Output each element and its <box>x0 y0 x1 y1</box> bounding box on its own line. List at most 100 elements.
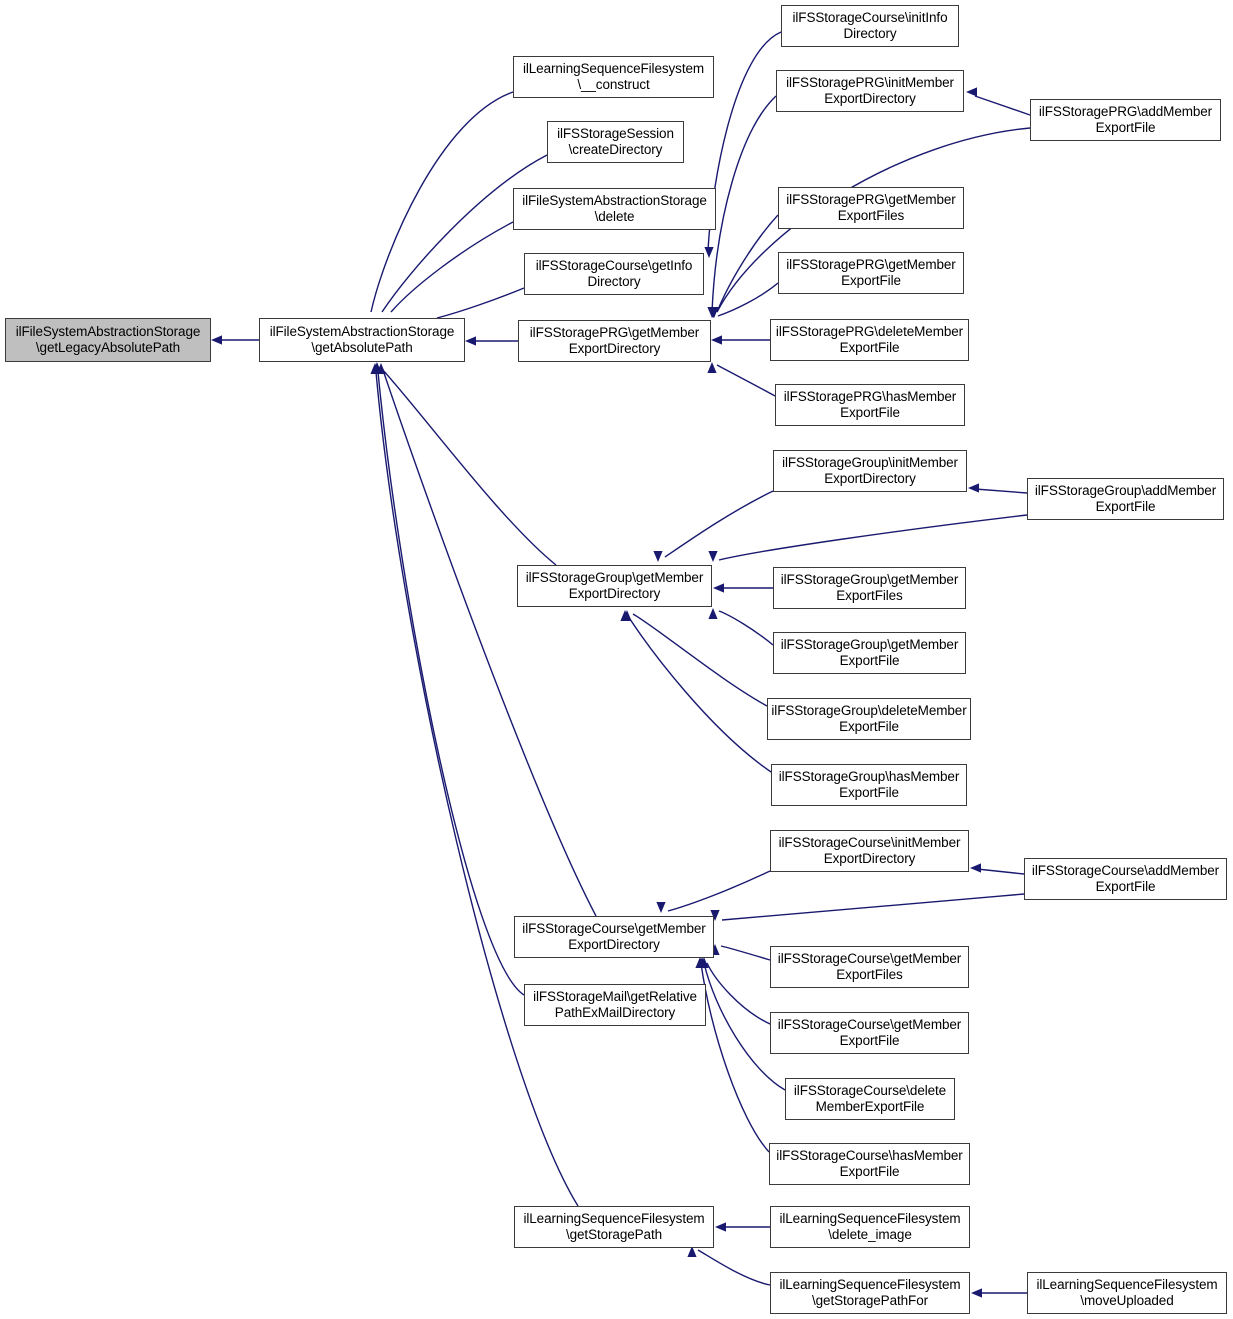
graph-node-getAbsolutePath[interactable]: ilFileSystemAbstractionStorage \getAbsol… <box>259 318 465 362</box>
graph-node-lsf-delete_image[interactable]: ilLearningSequenceFilesystem \delete_ima… <box>770 1206 970 1248</box>
graph-node-prg-hasMemberExportFile[interactable]: ilFSStoragePRG\hasMember ExportFile <box>775 384 965 426</box>
graph-node-label: ilFSStorageGroup\getMember ExportFiles <box>780 572 959 603</box>
graph-node-course-initInfoDirectory[interactable]: ilFSStorageCourse\initInfo Directory <box>781 5 959 47</box>
graph-edge <box>718 610 774 646</box>
graph-node-label: ilFSStorageMail\getRelative PathExMailDi… <box>533 989 697 1020</box>
graph-node-label: ilFSStorageCourse\hasMember ExportFile <box>776 1148 963 1179</box>
graph-node-prg-getMemberExportDirectory[interactable]: ilFSStoragePRG\getMember ExportDirectory <box>518 320 711 362</box>
graph-node-prg-initMemberExportDirectory[interactable]: ilFSStoragePRG\initMember ExportDirector… <box>776 70 964 112</box>
graph-node-group-hasMemberExportFile[interactable]: ilFSStorageGroup\hasMember ExportFile <box>771 764 967 806</box>
graph-node-lsf-moveUploaded[interactable]: ilLearningSequenceFilesystem \moveUpload… <box>1027 1272 1227 1314</box>
graph-node-label: ilLearningSequenceFilesystem \__construc… <box>522 61 705 92</box>
graph-edge-arrowhead <box>620 610 630 621</box>
graph-edge <box>974 488 1028 494</box>
graph-node-course-getInfoDirectory[interactable]: ilFSStorageCourse\getInfo Directory <box>524 253 704 295</box>
graph-edge <box>381 154 548 313</box>
graph-edge-arrowhead <box>687 1246 697 1257</box>
graph-node-course-getMemberExportDirectory[interactable]: ilFSStorageCourse\getMember ExportDirect… <box>514 916 714 958</box>
graph-node-course-addMemberExportFile[interactable]: ilFSStorageCourse\addMember ExportFile <box>1024 858 1227 900</box>
graph-node-course-initMemberExportDirectory[interactable]: ilFSStorageCourse\initMember ExportDirec… <box>770 830 969 872</box>
graph-edge-arrowhead <box>370 363 380 374</box>
graph-node-group-deleteMemberExportFile[interactable]: ilFSStorageGroup\deleteMember ExportFile <box>767 698 971 740</box>
edges-group <box>211 31 1031 1298</box>
graph-node-course-hasMemberExportFile[interactable]: ilFSStorageCourse\hasMember ExportFile <box>769 1143 970 1185</box>
graph-edge <box>377 371 525 996</box>
graph-edge <box>436 287 525 319</box>
graph-node-session-createDirectory[interactable]: ilFSStorageSession \createDirectory <box>547 121 684 163</box>
graph-edge <box>380 367 557 566</box>
graph-edge-arrowhead <box>966 87 977 97</box>
graph-edge <box>700 962 770 1153</box>
graph-edge <box>720 945 771 961</box>
graph-node-label: ilFSStorageSession \createDirectory <box>557 126 674 157</box>
graph-edge <box>632 613 768 707</box>
graph-node-getLegacyAbsolutePath[interactable]: ilFileSystemAbstractionStorage \getLegac… <box>5 318 211 362</box>
graph-node-group-initMemberExportDirectory[interactable]: ilFSStorageGroup\initMember ExportDirect… <box>773 450 967 492</box>
graph-node-label: ilLearningSequenceFilesystem \getStorage… <box>779 1277 961 1308</box>
graph-node-label: ilLearningSequenceFilesystem \getStorage… <box>523 1211 705 1242</box>
graph-edge <box>370 91 514 313</box>
graph-node-label: ilFSStorageGroup\hasMember ExportFile <box>778 769 960 800</box>
graph-node-prg-getMemberExportFiles[interactable]: ilFSStoragePRG\getMember ExportFiles <box>778 187 964 229</box>
graph-edge-arrowhead <box>708 608 718 619</box>
graph-node-mail-getRelativePathExMailDirectory[interactable]: ilFSStorageMail\getRelative PathExMailDi… <box>524 984 706 1026</box>
graph-node-label: ilFileSystemAbstractionStorage \delete <box>522 193 707 224</box>
graph-node-lsf-construct[interactable]: ilLearningSequenceFilesystem \__construc… <box>513 56 714 98</box>
graph-node-label: ilFSStorageCourse\initInfo Directory <box>792 10 948 41</box>
graph-edge <box>974 95 1031 116</box>
graph-node-lsf-getStoragePath[interactable]: ilLearningSequenceFilesystem \getStorage… <box>514 1206 714 1248</box>
graph-node-label: ilFSStoragePRG\addMember ExportFile <box>1038 104 1213 135</box>
graph-edge <box>382 369 597 917</box>
graph-node-label: ilLearningSequenceFilesystem \moveUpload… <box>1036 1277 1218 1308</box>
graph-node-lsf-getStoragePathFor[interactable]: ilLearningSequenceFilesystem \getStorage… <box>770 1272 970 1314</box>
graph-edge <box>718 514 1028 561</box>
graph-edge <box>390 221 514 313</box>
graph-node-fsas-delete[interactable]: ilFileSystemAbstractionStorage \delete <box>513 188 716 230</box>
graph-node-prg-getMemberExportFile[interactable]: ilFSStoragePRG\getMember ExportFile <box>778 252 964 294</box>
graph-node-group-getMemberExportFiles[interactable]: ilFSStorageGroup\getMember ExportFiles <box>773 567 966 609</box>
graph-node-label: ilFSStorageGroup\getMember ExportDirecto… <box>525 570 704 601</box>
graph-edge-arrowhead <box>656 902 666 913</box>
graph-edge-arrowhead <box>707 362 717 373</box>
graph-node-label: ilFSStorageCourse\getMember ExportDirect… <box>522 921 706 952</box>
graph-node-label: ilLearningSequenceFilesystem \delete_ima… <box>779 1211 961 1242</box>
graph-node-label: ilFSStoragePRG\getMember ExportDirectory <box>529 325 700 356</box>
graph-edge <box>711 95 777 313</box>
graph-edge-arrowhead <box>968 483 979 493</box>
graph-edge <box>721 893 1025 921</box>
graph-node-label: ilFSStoragePRG\deleteMember ExportFile <box>775 324 964 355</box>
graph-node-course-deleteMemberExportFile[interactable]: ilFSStorageCourse\delete MemberExportFil… <box>785 1078 955 1120</box>
graph-node-course-getMemberExportFiles[interactable]: ilFSStorageCourse\getMember ExportFiles <box>770 946 969 988</box>
graph-node-prg-deleteMemberExportFile[interactable]: ilFSStoragePRG\deleteMember ExportFile <box>770 319 969 361</box>
graph-edge <box>667 870 771 912</box>
graph-edge <box>716 214 779 313</box>
graph-edge-arrowhead <box>710 910 720 921</box>
graph-edge-arrowhead <box>707 307 717 318</box>
graph-edge-arrowhead <box>695 957 705 968</box>
graph-node-label: ilFSStorageGroup\addMember ExportFile <box>1034 483 1217 514</box>
graph-edge <box>703 962 786 1091</box>
graph-node-label: ilFSStorageCourse\getMember ExportFiles <box>777 951 962 982</box>
graph-node-prg-addMemberExportFile[interactable]: ilFSStoragePRG\addMember ExportFile <box>1030 99 1221 141</box>
graph-edge <box>664 490 774 558</box>
graph-edge <box>717 282 779 317</box>
graph-edge-arrowhead <box>970 863 981 873</box>
graph-node-label: ilFSStoragePRG\getMember ExportFiles <box>786 192 956 223</box>
graph-edge <box>707 31 782 251</box>
graph-node-group-addMemberExportFile[interactable]: ilFSStorageGroup\addMember ExportFile <box>1027 478 1224 520</box>
graph-node-label: ilFSStorageCourse\getInfo Directory <box>535 258 693 289</box>
graph-edge-arrowhead <box>211 335 222 345</box>
graph-node-label: ilFSStorageGroup\initMember ExportDirect… <box>782 455 958 486</box>
graph-node-group-getMemberExportFile[interactable]: ilFSStorageGroup\getMember ExportFile <box>773 632 966 674</box>
graph-edge-arrowhead <box>465 336 476 346</box>
graph-edge-arrowhead <box>704 247 714 258</box>
graph-node-label: ilFSStorageCourse\initMember ExportDirec… <box>778 835 961 866</box>
graph-node-label: ilFSStorageCourse\addMember ExportFile <box>1031 863 1220 894</box>
graph-node-course-getMemberExportFile[interactable]: ilFSStorageCourse\getMember ExportFile <box>770 1012 969 1054</box>
graph-node-label: ilFSStoragePRG\hasMember ExportFile <box>783 389 957 420</box>
graph-edge-arrowhead <box>708 551 718 562</box>
graph-node-group-getMemberExportDirectory[interactable]: ilFSStorageGroup\getMember ExportDirecto… <box>517 565 712 607</box>
graph-edge-arrowhead <box>711 335 722 345</box>
